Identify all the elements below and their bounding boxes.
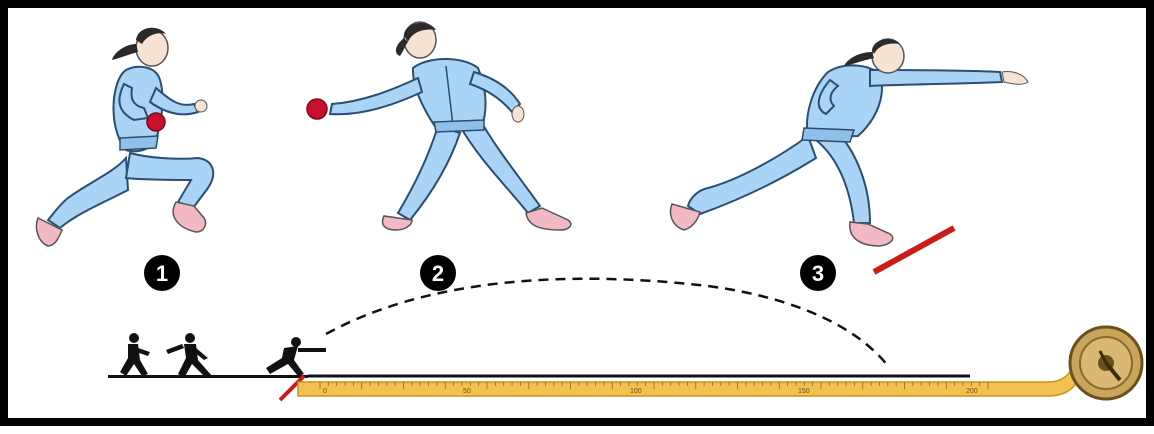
tape-label-50: 50 [463,388,471,395]
tape-reel-icon [1070,327,1142,399]
ball-trajectory [326,279,888,366]
ball-throw-illustration: 1 2 [8,8,1154,434]
silhouette-release [266,337,326,376]
step-3-number: 3 [812,261,824,286]
ball-icon [307,99,327,119]
tape-label-150: 150 [798,388,810,395]
silhouette-swing [166,333,212,378]
step-2-number: 2 [432,261,444,286]
measuring-tape: 0 50 100 150 200 [298,360,1082,396]
ball-icon [147,113,165,131]
tape-label-0: 0 [323,388,327,395]
step-1-number: 1 [156,261,168,286]
figure-1-runner [36,28,213,246]
figure-2-swing [307,22,571,230]
mini-silhouettes [108,333,326,378]
tape-label-200: 200 [966,388,978,395]
step-3-badge: 3 [800,255,836,291]
figure-3-release [671,39,1029,272]
step-1-badge: 1 [144,255,180,291]
tape-label-100: 100 [630,388,642,395]
step-2-badge: 2 [420,255,456,291]
silhouette-runner [120,333,150,376]
runway-ground [108,375,308,378]
